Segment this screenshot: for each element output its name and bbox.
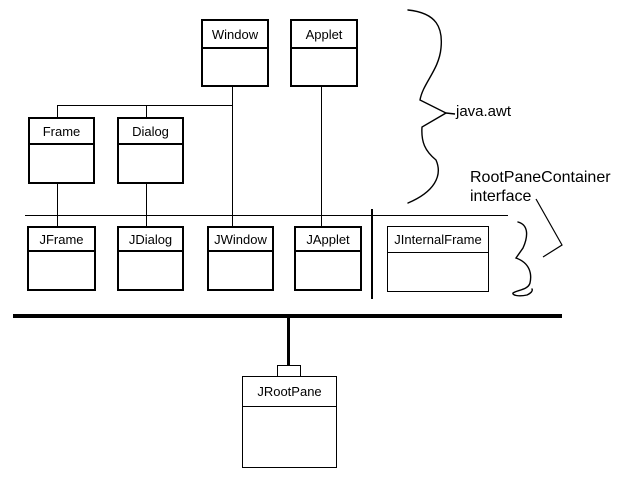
class-label: JWindow — [214, 231, 267, 247]
class-box-frame: Frame — [28, 117, 95, 184]
class-box-jframe: JFrame — [27, 226, 96, 291]
class-title-window: Window — [203, 21, 267, 49]
swing-group-separator-line — [25, 215, 508, 216]
class-title-jdialog: JDialog — [119, 228, 182, 252]
rootpane-bus-line — [13, 314, 562, 318]
connector-window-jwindow — [232, 87, 233, 226]
class-title-jinternalframe: JInternalFrame — [388, 227, 488, 253]
class-box-dialog: Dialog — [117, 117, 184, 184]
connector-frame-jframe — [57, 184, 58, 226]
class-title-dialog: Dialog — [119, 119, 182, 145]
connector-applet-japplet — [321, 87, 322, 226]
rootpane-plug-connector — [277, 365, 301, 377]
rootpane-interface-brace — [512, 221, 533, 297]
rootpane-container-label: RootPaneContainer — [470, 169, 611, 186]
rootpane-drop-line — [287, 318, 290, 367]
class-box-jwindow: JWindow — [207, 226, 274, 291]
jinternalframe-divider-line — [371, 209, 373, 299]
rootpane-interface-pointer-line — [535, 198, 563, 258]
class-label: JFrame — [39, 231, 84, 247]
java-awt-brace — [407, 9, 448, 204]
class-label: JApplet — [306, 231, 350, 247]
class-title-jframe: JFrame — [29, 228, 94, 252]
connector-window-children — [57, 105, 233, 106]
rootpane-interface-label: interface — [470, 188, 532, 205]
class-box-japplet: JApplet — [294, 226, 362, 291]
class-box-applet: Applet — [290, 19, 358, 87]
class-label: JRootPane — [257, 384, 322, 399]
class-box-jinternalframe: JInternalFrame — [387, 226, 489, 292]
class-title-applet: Applet — [292, 21, 356, 49]
connector-frame-stub — [57, 105, 58, 118]
java-awt-package-label: java.awt — [456, 103, 512, 120]
class-title-japplet: JApplet — [296, 228, 360, 252]
class-box-jrootpane: JRootPane — [242, 376, 337, 468]
class-label: Window — [211, 26, 259, 42]
connector-dialog-stub — [146, 105, 147, 118]
class-label: JInternalFrame — [394, 232, 482, 247]
class-label: JDialog — [128, 231, 173, 247]
class-label: Frame — [42, 123, 81, 139]
class-title-jwindow: JWindow — [209, 228, 272, 252]
class-label: Dialog — [132, 123, 169, 139]
class-label: Applet — [305, 26, 343, 42]
class-title-frame: Frame — [30, 119, 93, 145]
connector-dialog-jdialog — [146, 184, 147, 226]
class-title-jrootpane: JRootPane — [243, 377, 336, 407]
class-box-jdialog: JDialog — [117, 226, 184, 291]
java-awt-brace-tick — [445, 112, 456, 115]
class-box-window: Window — [201, 19, 269, 87]
